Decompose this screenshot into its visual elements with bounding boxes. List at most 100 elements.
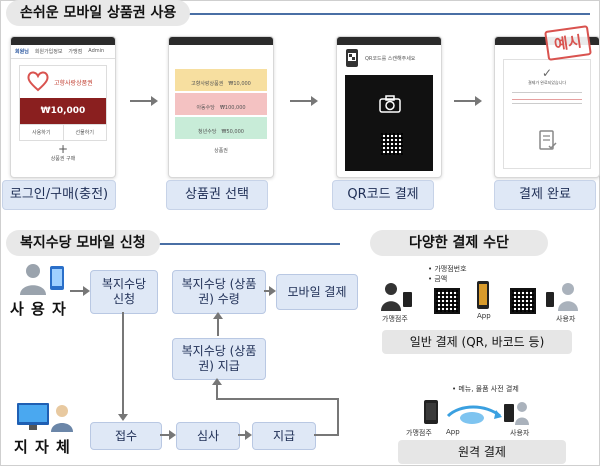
- phone-tab-bar: 회원님 회원가입정보 가맹점 Admin: [11, 45, 115, 59]
- step-arrow: [454, 96, 482, 106]
- user-icon: [546, 283, 578, 311]
- flow-step-text: 심사: [196, 428, 220, 443]
- flow-arrowhead: [213, 312, 223, 319]
- app-label: App: [446, 428, 460, 436]
- agency-label: 지 자 체: [14, 438, 71, 456]
- flow-step-text: 복지수당 (상품권) 수령: [181, 277, 257, 306]
- voucher-card[interactable]: 고향사랑상품권 ₩10,000 사용하기 선물하기: [19, 65, 107, 141]
- agency-computer-icon: [17, 403, 73, 432]
- flow-connector: [122, 312, 124, 416]
- step-label: 결제 완료: [494, 180, 596, 210]
- sample-stamp: 예시: [544, 25, 592, 61]
- step-label: 상품권 선택: [166, 180, 268, 210]
- user-label-remote: 사용자: [510, 429, 530, 437]
- voucher-card-top: 고향사랑상품권: [20, 66, 106, 98]
- voucher-option[interactable]: 고향사랑상품권 ₩10,000: [175, 69, 267, 91]
- flow-connector: [217, 318, 219, 336]
- add-voucher-label: 상품권 구매: [50, 156, 76, 162]
- phone-screen-purchase: 회원님 회원가입정보 가맹점 Admin 고향사랑상품권 ₩10,000 사용하…: [10, 36, 116, 178]
- step-arrow: [290, 96, 318, 106]
- flow-step-apply: 복지수당 신청: [90, 270, 158, 314]
- flow-arrow: [238, 430, 252, 440]
- step-arrow: [130, 96, 158, 106]
- flow-step-review: 심사: [176, 422, 240, 450]
- done-text: 결제가 완료되었습니다: [527, 80, 567, 85]
- plus-icon[interactable]: +: [57, 142, 69, 156]
- voucher-option[interactable]: 청년수당 ₩50,000: [175, 117, 267, 139]
- flow-arrow: [70, 286, 90, 296]
- phone-qr-icon: [346, 49, 358, 67]
- section-title-mobile-voucher: 손쉬운 모바일 상품권 사용: [6, 0, 191, 26]
- flow-step-text: 모바일 결제: [287, 284, 347, 299]
- voucher-card-title: 고향사랑상품권: [54, 80, 93, 87]
- flow-arrowhead: [118, 414, 128, 421]
- voucher-option[interactable]: 아동수당 ₩100,000: [175, 93, 267, 115]
- flow-connector: [314, 434, 338, 436]
- store-owner-label: 가맹점주: [382, 315, 408, 323]
- store-owner-label: 가맹점주: [406, 429, 432, 437]
- voucher-option-name: 아동수당: [196, 105, 215, 111]
- phone-tab[interactable]: Admin: [88, 48, 105, 54]
- remote-payment-note: • 메뉴, 물품 사전 결제: [452, 385, 519, 393]
- section-title-welfare: 복지수당 모바일 신청: [6, 230, 160, 256]
- qr-code-icon: [379, 131, 405, 157]
- flow-arrow: [160, 430, 176, 440]
- bullet-text: 가맹점번호: [434, 265, 467, 273]
- status-bar: [337, 37, 441, 45]
- app-label: App: [477, 312, 491, 320]
- smartphone-app-icon: [477, 281, 489, 309]
- flow-step-text: 지급: [272, 428, 296, 443]
- flow-connector: [337, 398, 339, 436]
- heart-logo-icon: [27, 71, 49, 92]
- phone-screen-qr: QR코드를 스캔해주세요: [336, 36, 442, 178]
- flow-step-text: 복지수당 (상품권) 지급: [181, 344, 257, 373]
- step-label: QR코드 결제: [332, 180, 434, 210]
- voucher-option-name: 고향사랑상품권: [191, 81, 224, 87]
- phone-tab[interactable]: 가맹점: [68, 49, 83, 55]
- flow-step-mobile-pay: 모바일 결제: [276, 274, 358, 310]
- voucher-option-amount: ₩100,000: [219, 105, 246, 111]
- bullet-item: • 금액: [428, 275, 448, 283]
- section-title-methods: 다양한 결제 수단: [370, 230, 548, 256]
- bullet-text: 금액: [434, 275, 448, 283]
- phone-screen-done: ✓ 결제가 완료되었습니다: [494, 36, 600, 178]
- store-owner-icon: [381, 283, 412, 311]
- general-payment-bullets: • 가맹점번호 • 금액: [428, 264, 467, 284]
- user-label: 사 용 자: [10, 300, 67, 318]
- voucher-card-actions: 사용하기 선물하기: [20, 124, 106, 140]
- flow-step-payment: 지급: [252, 422, 316, 450]
- receipt-card: ✓ 결제가 완료되었습니다: [503, 59, 591, 169]
- voucher-option-amount: ₩10,000: [228, 81, 251, 87]
- flow-step-receipt: 접수: [90, 422, 162, 450]
- remote-note-text: 메뉴, 물품 사전 결제: [458, 385, 519, 393]
- remote-payment-label: 원격 결제: [398, 440, 566, 464]
- step-label: 로그인/구매(충전): [2, 180, 116, 210]
- phone-tab[interactable]: 회원님: [15, 49, 29, 55]
- qr-code-icon: [510, 288, 536, 314]
- remote-payment-diagram: [424, 400, 529, 425]
- voucher-amount: ₩10,000: [20, 98, 106, 124]
- qr-prompt-row: QR코드를 스캔해주세요: [337, 45, 441, 71]
- phone-tab[interactable]: 회원가입정보: [34, 49, 63, 55]
- flow-connector: [216, 384, 218, 399]
- phone-footer: 상품권: [214, 148, 228, 154]
- flow-arrowhead: [212, 378, 222, 385]
- qr-scanner-viewport: [345, 75, 433, 171]
- status-bar: [169, 37, 273, 45]
- general-payment-label: 일반 결제 (QR, 바코드 등): [382, 330, 572, 354]
- voucher-option-name: 청년수당: [198, 129, 217, 135]
- flow-step-text: 접수: [114, 428, 138, 443]
- user-label-general: 사용자: [556, 315, 576, 323]
- check-icon: ✓: [541, 66, 553, 80]
- use-button[interactable]: 사용하기: [20, 125, 64, 140]
- receipt-divider: [512, 103, 582, 104]
- qr-prompt-text: QR코드를 스캔해주세요: [365, 56, 416, 62]
- receipt-divider: [512, 92, 582, 93]
- gift-button[interactable]: 선물하기: [75, 130, 94, 136]
- camera-icon[interactable]: [379, 95, 401, 113]
- flow-step-receive: 복지수당 (상품권) 수령: [172, 270, 266, 314]
- bullet-item: • 가맹점번호: [428, 265, 467, 273]
- qr-code-icon: [434, 288, 460, 314]
- welfare-divider: [150, 243, 340, 245]
- user-person-icon: [20, 264, 64, 295]
